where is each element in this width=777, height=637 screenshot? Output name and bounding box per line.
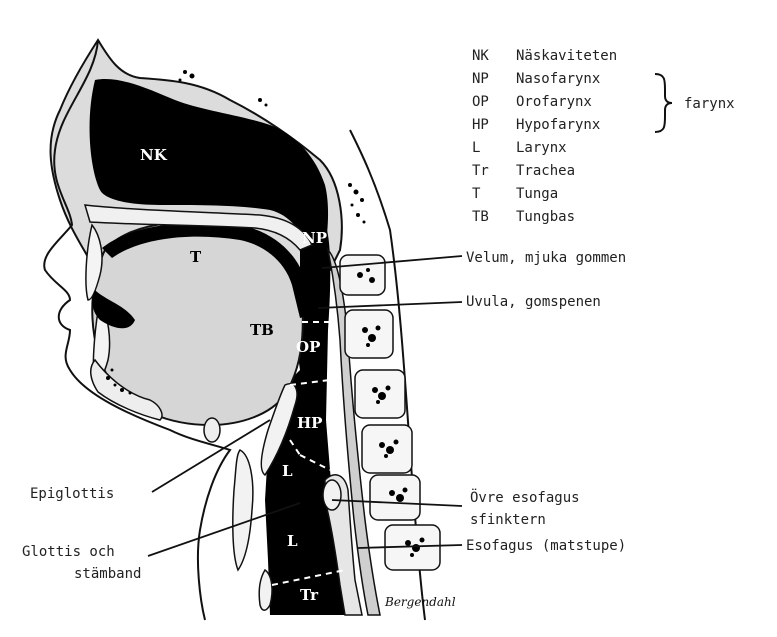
epiglottis [260,383,298,477]
skull-texture [178,70,366,224]
legend-name: Orofarynx [516,94,592,110]
legend-name: Larynx [516,140,567,156]
legend-code: T [472,186,481,202]
callout-uvula: Uvula, gomspenen [466,294,601,310]
legend-name: Hypofarynx [516,117,600,133]
region-label-tb: TB [250,321,274,339]
callout-epiglottis: Epiglottis [30,486,114,502]
artist-signature: Bergendahl [384,595,456,609]
callout-ues-line2: sfinktern [470,512,546,528]
hard-palate [83,204,314,251]
legend-row: Tr Trachea [472,163,575,179]
legend-name: Trachea [516,163,575,179]
legend-row: NP Nasofarynx [472,71,600,87]
legend-row: NK Näskaviteten [472,48,617,64]
lips [92,290,135,329]
ues-sphincter [322,479,342,511]
bracket-label: farynx [684,96,735,112]
callout-lines [147,255,463,557]
thyroid-cartilage [232,449,254,572]
pharynx-airway [265,200,345,615]
callout-ues-line1: Övre esofagus [470,488,580,506]
callout-esofagus: Esofagus (matstupe) [466,538,626,554]
region-label-op: OP [296,338,320,356]
legend-code: Tr [472,163,489,179]
region-label-nk: NK [140,146,168,164]
callout-glottis-line2: stämband [74,566,141,582]
vertebra-2 [344,309,394,359]
legend-code: L [472,140,480,156]
legend-code: HP [472,117,489,133]
legend-row: OP Orofarynx [472,94,592,110]
legend-row: L Larynx [472,140,567,156]
cricoid-cartilage [258,568,273,611]
nasal-cavity [89,79,329,250]
region-dividers [271,321,346,586]
bracket-brace [654,73,673,133]
legend-name: Tunga [516,186,558,202]
legend-code: NP [472,71,489,87]
region-label-hp: HP [297,414,322,432]
legend-code: NK [472,48,489,64]
region-label-tr: Tr [300,586,319,604]
legend-name: Nasofarynx [516,71,600,87]
vertebra-5 [369,474,421,521]
legend-name: Näskaviteten [516,48,617,64]
hyoid [203,417,221,443]
legend-row: T Tunga [472,186,558,202]
legend: NK Näskaviteten NP Nasofarynx OP Orofary… [472,48,735,225]
face-profile [43,39,232,621]
callout-velum: Velum, mjuka gommen [466,250,626,266]
mandible-texture [106,368,132,395]
region-label-l-lower: L [287,532,298,550]
region-label-t: T [190,248,202,266]
region-label-np: NP [302,229,327,247]
legend-row: TB Tungbas [472,209,575,225]
legend-code: TB [472,209,489,225]
callout-glottis-line1: Glottis och [22,544,115,560]
legend-row: HP Hypofarynx [472,117,600,133]
legend-name: Tungbas [516,209,575,225]
region-label-l-upper: L [282,462,293,480]
legend-code: OP [472,94,489,110]
